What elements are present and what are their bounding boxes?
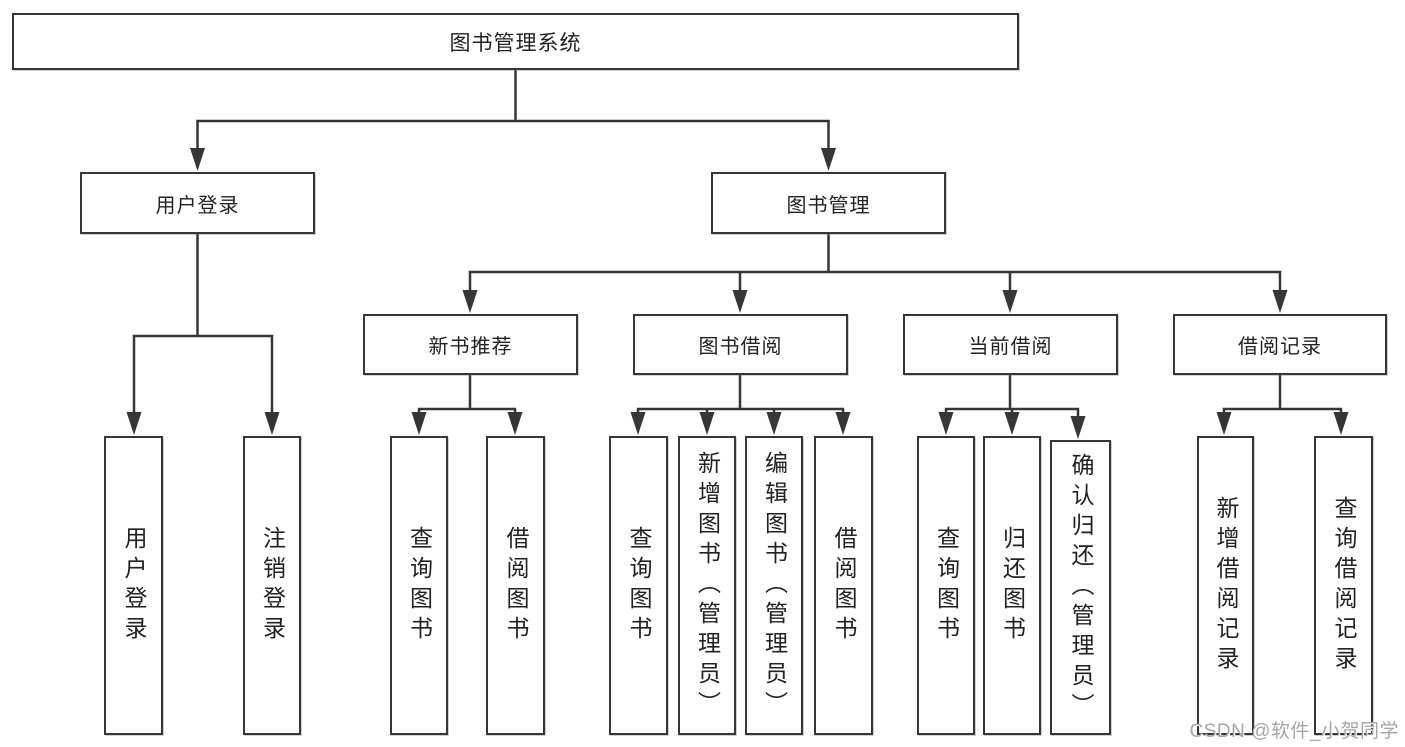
node-label: 注销登录 [259, 525, 286, 646]
csdn-watermark: CSDN @软件_小贺同学 [1189, 721, 1399, 742]
node-book-management-group: 图书管理 [711, 172, 946, 234]
leaf-confirm-return-admin: 确认归还（管理员） [1050, 440, 1111, 735]
node-label: 编辑图书（管理员） [761, 450, 788, 721]
node-book-borrowing: 图书借阅 [633, 314, 848, 375]
leaf-query-books-3: 查询图书 [917, 436, 975, 735]
node-label: 图书管理系统 [449, 31, 582, 55]
leaf-borrow-books-2: 借阅图书 [814, 436, 873, 735]
node-label: 借阅记录 [1238, 336, 1322, 358]
node-label: 查询借阅记录 [1331, 495, 1357, 676]
node-label: 图书管理 [786, 194, 871, 217]
leaf-query-borrow-record: 查询借阅记录 [1314, 436, 1373, 735]
node-borrowing-records: 借阅记录 [1173, 314, 1387, 375]
leaf-return-book: 归还图书 [983, 436, 1041, 735]
node-label: 用户登录 [121, 525, 147, 646]
leaf-logout: 注销登录 [243, 436, 301, 735]
node-label: 当前借阅 [968, 336, 1053, 358]
node-label: 新增图书（管理员） [694, 450, 721, 721]
node-label: 查询图书 [626, 525, 652, 646]
node-label: 借阅图书 [831, 525, 857, 646]
leaf-query-books-1: 查询图书 [390, 436, 448, 735]
leaf-add-borrow-record: 新增借阅记录 [1197, 436, 1254, 735]
node-label: 用户登录 [155, 194, 240, 217]
node-user-login-group: 用户登录 [80, 172, 315, 234]
node-label: 查询图书 [933, 525, 960, 646]
node-label: 图书借阅 [698, 336, 783, 358]
node-label: 查询图书 [406, 525, 433, 646]
node-current-borrowing: 当前借阅 [903, 314, 1118, 375]
node-label: 借阅图书 [503, 525, 529, 646]
leaf-borrow-books-1: 借阅图书 [486, 436, 545, 735]
node-label: 新书推荐 [428, 336, 513, 358]
node-library-management-system: 图书管理系统 [12, 13, 1019, 70]
leaf-add-book-admin: 新增图书（管理员） [678, 436, 736, 735]
node-label: 归还图书 [999, 525, 1026, 646]
leaf-query-books-2: 查询图书 [609, 436, 668, 735]
leaf-user-login: 用户登录 [104, 436, 163, 735]
node-label: 确认归还（管理员） [1068, 452, 1094, 723]
leaf-edit-book-admin: 编辑图书（管理员） [745, 436, 803, 735]
node-label: 新增借阅记录 [1213, 495, 1239, 676]
node-new-book-recommendation: 新书推荐 [363, 314, 578, 375]
